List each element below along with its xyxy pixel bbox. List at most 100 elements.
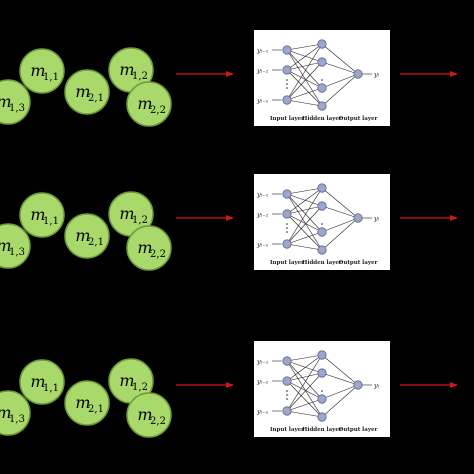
connection [321, 217, 359, 251]
cluster-node: m2,1 [64, 380, 110, 426]
input-label: yₜ₋ₙ [256, 241, 269, 249]
ellipsis-dot [286, 223, 288, 225]
cluster-label: m [119, 60, 134, 79]
hidden-neuron [317, 201, 327, 211]
connection [286, 213, 323, 233]
connection [286, 187, 323, 195]
connection [286, 87, 323, 101]
cluster-circle [19, 48, 65, 94]
cluster-subscript: 2,2 [150, 105, 166, 116]
cluster-subscript: 2,2 [150, 249, 166, 260]
hidden-neuron [317, 39, 327, 49]
connection [286, 372, 323, 382]
connection [286, 49, 323, 89]
cluster-label: m [0, 236, 12, 255]
cluster-subscript: 2,2 [150, 416, 166, 427]
ellipsis-dot [321, 223, 323, 225]
cluster-circle [126, 225, 172, 271]
input-layer-label: Input layer [270, 116, 304, 122]
output-neuron [353, 380, 363, 390]
hidden-neuron [317, 350, 327, 360]
input-label: yₜ₋₁ [256, 47, 268, 55]
hidden-neuron [317, 227, 327, 237]
cluster-label: m [30, 372, 45, 391]
connection [321, 73, 359, 89]
cluster-node: m1,3 [0, 79, 31, 125]
connection [321, 372, 359, 386]
cluster-label: m [75, 226, 90, 245]
output-neuron [353, 213, 363, 223]
hidden-neuron [317, 368, 327, 378]
connection [321, 384, 359, 400]
cluster-label: m [75, 393, 90, 412]
connection [286, 360, 323, 374]
cluster-subscript: 1,1 [43, 383, 59, 394]
cluster-node: m1,3 [0, 390, 31, 436]
connection [286, 380, 323, 418]
output-neuron [353, 69, 363, 79]
cluster-subscript: 1,3 [9, 414, 25, 425]
cluster-circle [0, 390, 31, 436]
connection [286, 43, 323, 71]
ellipsis-dot [321, 390, 323, 392]
cluster-subscript: 1,2 [132, 71, 148, 82]
cluster-circle [0, 79, 31, 125]
diagram-row: m1,1m1,2m1,3m2,1m2,2yₜ₋₁yₜ₋₂yₜ₋ₙyₜInput … [0, 174, 458, 271]
input-label: yₜ₋ₙ [256, 408, 269, 416]
ellipsis-dot [286, 394, 288, 396]
cluster-circle [126, 392, 172, 438]
output-layer-label: Output layer [339, 427, 378, 433]
hidden-layer-label: Hidden layer [302, 427, 342, 433]
connection [286, 187, 323, 215]
hidden-neuron [317, 183, 327, 193]
cluster-label: m [30, 61, 45, 80]
ellipsis-dot [286, 83, 288, 85]
connection [286, 205, 323, 245]
hidden-neuron [317, 83, 327, 93]
input-neuron [282, 65, 292, 75]
connection [286, 61, 323, 101]
input-neuron [282, 95, 292, 105]
input-neuron [282, 45, 292, 55]
connection [286, 193, 323, 251]
connection [286, 69, 323, 89]
cluster-node: m2,1 [64, 213, 110, 259]
input-label: yₜ₋₂ [256, 211, 269, 219]
input-neuron [282, 356, 292, 366]
output-label: yₜ [373, 382, 380, 390]
cluster-label: m [0, 403, 12, 422]
cluster-node: m1,3 [0, 223, 31, 269]
ellipsis-dot [321, 79, 323, 81]
connection [286, 231, 323, 245]
input-label: yₜ₋ₙ [256, 97, 269, 105]
connection [286, 354, 323, 412]
cluster-label: m [137, 238, 152, 257]
connection [286, 380, 323, 400]
connection [321, 61, 359, 75]
connection [286, 187, 323, 245]
cluster-label: m [30, 205, 45, 224]
connection [286, 354, 323, 382]
cluster-node: m1,1 [19, 359, 65, 405]
connection [286, 193, 323, 207]
input-layer-label: Input layer [270, 260, 304, 266]
connection [321, 205, 359, 219]
cluster-circle [19, 192, 65, 238]
hidden-layer-label: Hidden layer [302, 260, 342, 266]
connection [286, 49, 323, 63]
connection [321, 43, 359, 75]
connection [286, 372, 323, 412]
ellipsis-dot [286, 231, 288, 233]
connection [321, 187, 359, 219]
diagram-row: m1,1m1,2m1,3m2,1m2,2yₜ₋₁yₜ₋₂yₜ₋ₙyₜInput … [0, 30, 458, 127]
connection [286, 205, 323, 215]
cluster-subscript: 1,3 [9, 103, 25, 114]
connection [286, 354, 323, 362]
input-neuron [282, 209, 292, 219]
cluster-subscript: 1,3 [9, 247, 25, 258]
output-layer-label: Output layer [339, 260, 378, 266]
cluster-circle [64, 69, 110, 115]
connection [286, 69, 323, 107]
